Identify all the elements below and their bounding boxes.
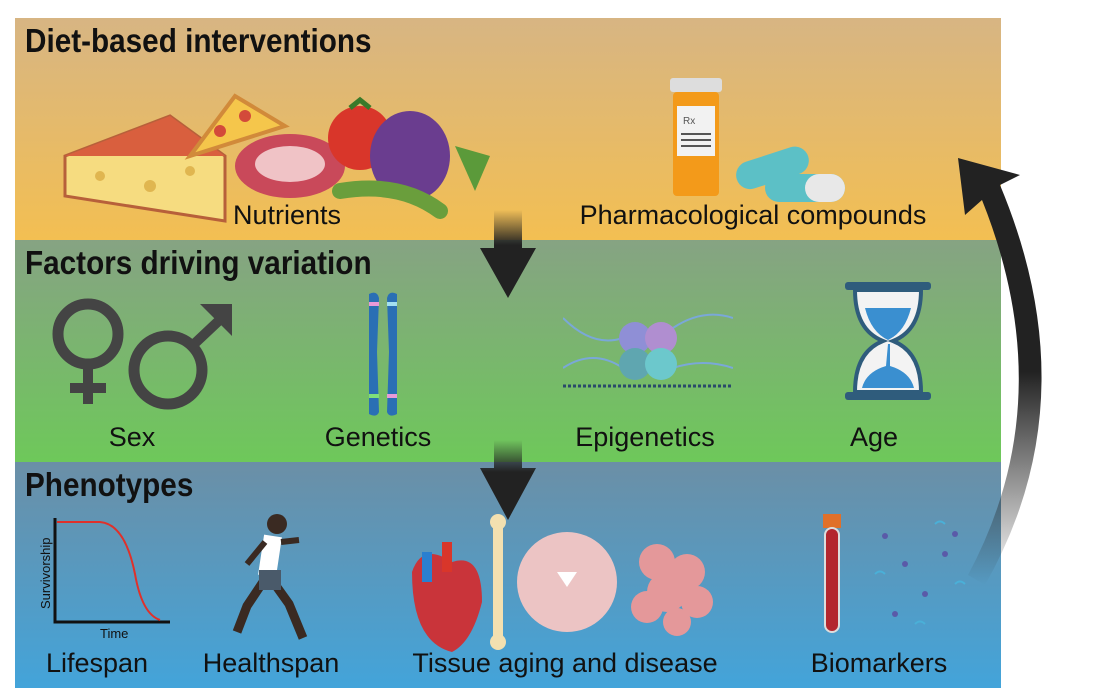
pill-bottle-icon: Rx [670,78,845,202]
nucleosome-icon [563,313,733,388]
x-axis-label: Time [100,626,128,641]
feedback-arrow-icon [958,158,1042,585]
section-title: Diet-based interventions [25,22,372,59]
survival-curve-icon: Survivorship Time [40,518,170,641]
y-axis-label: Survivorship [40,537,53,609]
biomarkers-icon [823,514,966,633]
age-label: Age [849,422,899,452]
nutrients-label: Nutrients [232,200,342,230]
epigenetics-label: Epigenetics [575,422,715,452]
sex-symbols-icon [52,298,232,410]
diet-interventions-section: Diet-based interventions Rx Nutrients Ph… [15,18,1001,240]
tissue-aging-label: Tissue aging and disease [412,648,718,678]
hourglass-icon [845,282,931,400]
sex-label: Sex [108,422,156,452]
biomarkers-label: Biomarkers [810,648,948,678]
down-arrow-icon [480,210,536,298]
healthspan-label: Healthspan [202,648,340,678]
lifespan-label: Lifespan [45,648,149,678]
genetics-label: Genetics [324,422,432,452]
section-title: Phenotypes [25,466,194,503]
tissue-organs-icon [412,514,713,652]
food-illustration-icon [63,93,490,223]
down-arrow-icon [480,440,536,520]
rx-label: Rx [683,116,695,127]
section-title: Factors driving variation [25,244,372,281]
runner-icon [232,514,308,640]
pharmacological-compounds-label: Pharmacological compounds [579,200,927,230]
chromosome-icon [369,292,397,416]
